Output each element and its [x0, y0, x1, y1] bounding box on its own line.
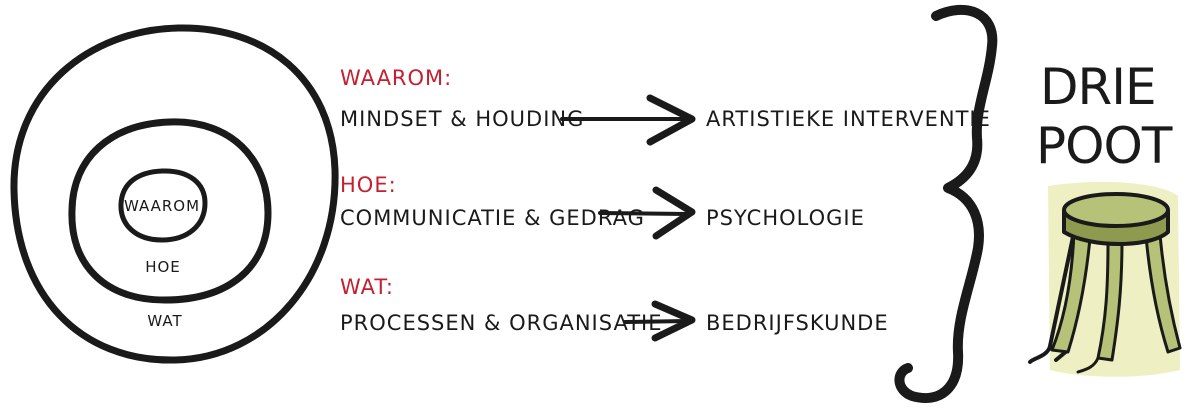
curly-brace-icon — [894, 4, 998, 403]
target-hoe: PSYCHOLOGIE — [706, 206, 865, 230]
row-wat: WAT: PROCESSEN & ORGANISATIE BEDRIJFSKUN… — [340, 275, 889, 342]
drie-poot-title: DRIE POOT — [1036, 58, 1174, 175]
target-waarom: ARTISTIEKE INTERVENTIE — [706, 107, 991, 131]
inner-circle — [118, 168, 208, 243]
source-wat: PROCESSEN & ORGANISATIE — [340, 311, 663, 335]
source-hoe: COMMUNICATIE & GEDRAG — [340, 206, 645, 230]
stool-icon — [1028, 181, 1182, 377]
row-waarom: WAAROM: MINDSET & HOUDING ARTISTIEKE INT… — [340, 66, 991, 146]
heading-hoe: HOE: — [340, 173, 397, 197]
heading-waarom: WAAROM: — [340, 66, 452, 90]
circle-label-wat: WAT — [147, 312, 182, 330]
golden-circle: WAAROM HOE WAT — [10, 24, 339, 364]
circle-label-hoe: HOE — [145, 258, 181, 276]
row-hoe: HOE: COMMUNICATIE & GEDRAG PSYCHOLOGIE — [340, 173, 865, 240]
arrow-right-icon — [623, 300, 696, 342]
outer-circle — [10, 24, 339, 364]
target-wat: BEDRIJFSKUNDE — [706, 311, 889, 335]
arrow-right-icon — [560, 94, 696, 146]
title-line-2: POOT — [1036, 117, 1173, 175]
middle-circle — [68, 118, 272, 304]
source-waarom: MINDSET & HOUDING — [340, 107, 584, 131]
circle-label-waarom: WAAROM — [124, 197, 200, 215]
heading-wat: WAT: — [340, 275, 394, 299]
arrow-right-icon — [598, 186, 696, 240]
title-line-1: DRIE — [1040, 58, 1156, 116]
